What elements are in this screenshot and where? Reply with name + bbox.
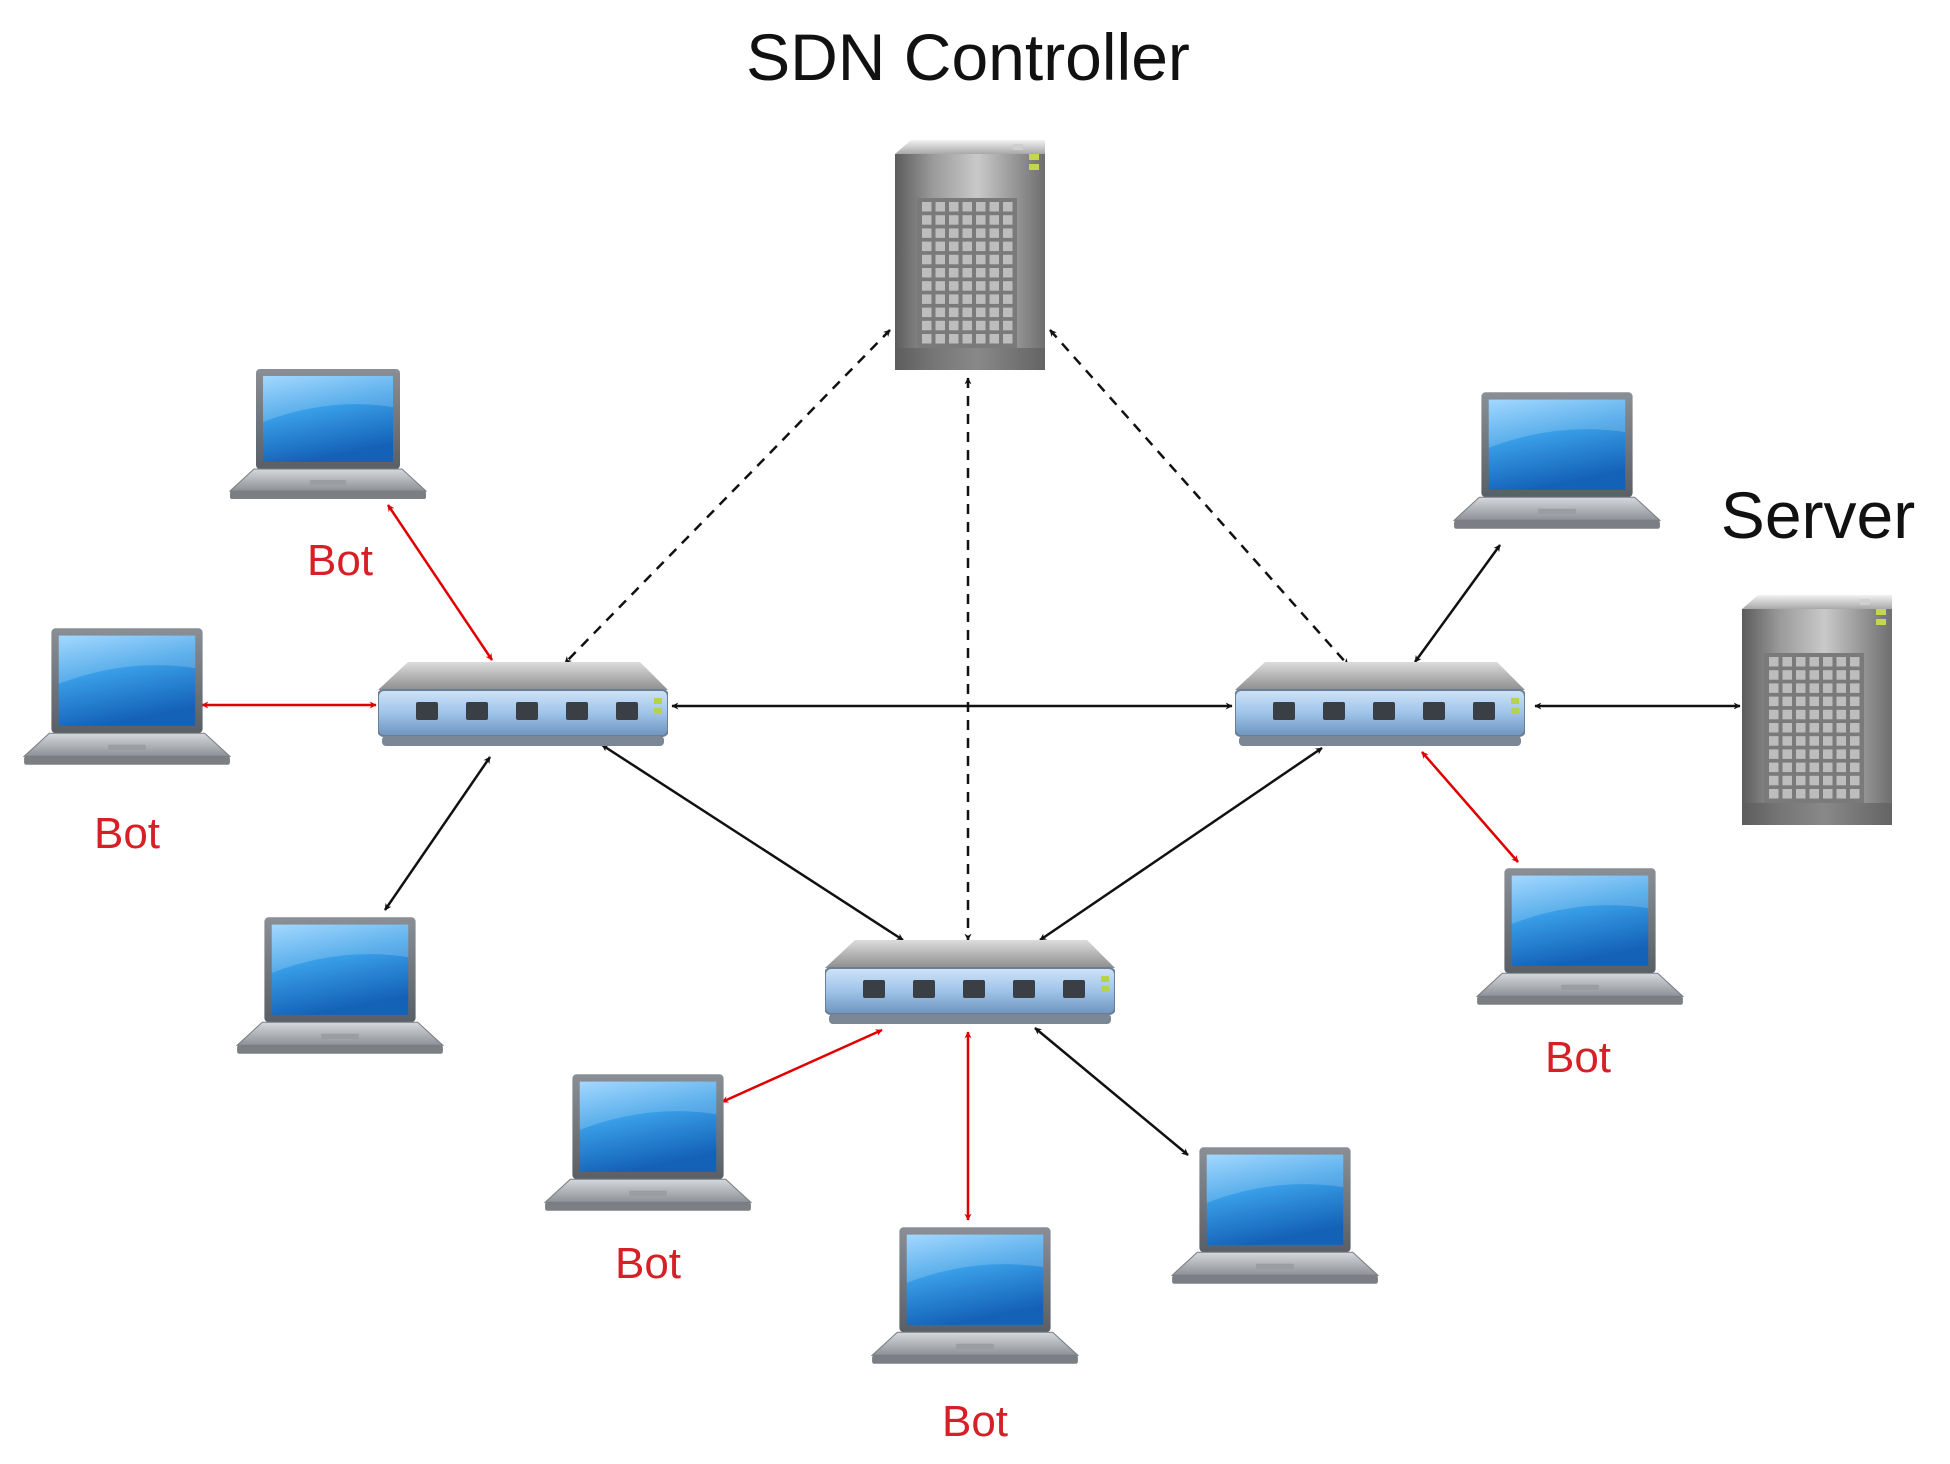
bot-label-left-mid: Bot bbox=[94, 809, 160, 858]
link-switch-left-switch-bottom bbox=[601, 743, 904, 942]
bot-links bbox=[201, 504, 1519, 1221]
link-switch-right-switch-bottom bbox=[1039, 746, 1323, 942]
bot-label-bottom-mid: Bot bbox=[942, 1397, 1008, 1446]
switch-left-icon bbox=[378, 662, 668, 747]
laptop-left-bottom-icon bbox=[236, 916, 444, 1055]
control-links bbox=[564, 329, 1349, 941]
switch-right-icon bbox=[1235, 662, 1525, 747]
laptop-left-top-icon bbox=[229, 368, 427, 500]
bot-label-right-bottom: Bot bbox=[1545, 1033, 1611, 1082]
laptop-bottom-mid-icon bbox=[871, 1226, 1079, 1365]
controller-title: SDN Controller bbox=[746, 20, 1190, 94]
server-title: Server bbox=[1721, 478, 1915, 552]
switch-bottom-icon bbox=[825, 940, 1115, 1025]
link-switch-left-laptop-left-bottom bbox=[383, 756, 492, 911]
laptop-bottom-right-icon bbox=[1171, 1146, 1379, 1285]
sdn-controller-server-icon bbox=[895, 140, 1045, 370]
laptop-left-mid-icon bbox=[23, 627, 231, 766]
bot-label-bottom-left: Bot bbox=[615, 1239, 681, 1288]
link-switch-left-laptop-left-top bbox=[386, 504, 494, 661]
link-controller-switch-right bbox=[1049, 329, 1349, 666]
link-switch-right-laptop-right-top bbox=[1413, 544, 1502, 663]
laptop-bottom-left-icon bbox=[544, 1073, 752, 1212]
laptop-right-bottom-icon bbox=[1476, 867, 1684, 1006]
bot-label-left-top: Bot bbox=[307, 536, 373, 585]
server-tower-icon bbox=[1742, 595, 1892, 825]
link-switch-bottom-laptop-bottom-left bbox=[721, 1028, 883, 1104]
laptop-right-top-icon bbox=[1453, 391, 1661, 530]
link-controller-switch-left bbox=[564, 329, 891, 664]
link-switch-bottom-laptop-bottom-right bbox=[1034, 1027, 1189, 1156]
data-links bbox=[383, 544, 1741, 1156]
link-switch-right-laptop-right-bottom bbox=[1421, 751, 1519, 863]
